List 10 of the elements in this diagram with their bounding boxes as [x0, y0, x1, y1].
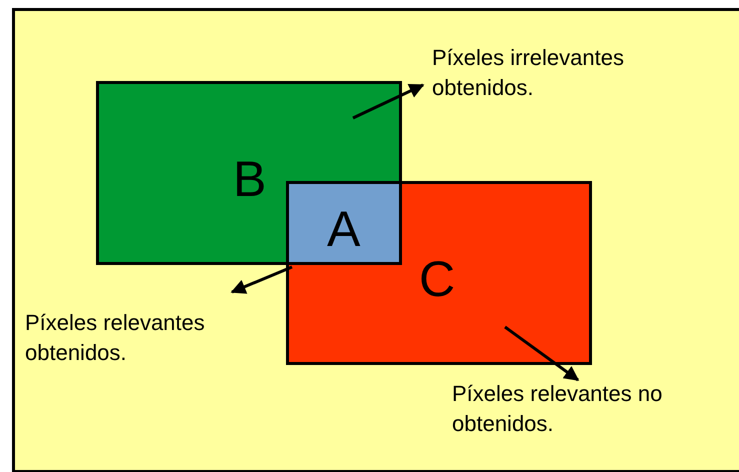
region-letter: A — [327, 204, 360, 254]
region-rectangle — [286, 181, 402, 265]
arrow — [504, 326, 580, 382]
annotation-text: Píxeles relevantes obtenidos. — [25, 308, 265, 368]
annotation-text: Píxeles irrelevantes obtenidos. — [432, 43, 682, 103]
region-letter: B — [233, 154, 266, 204]
annotation-text: Píxeles relevantes no obtenidos. — [452, 379, 722, 439]
arrow — [352, 84, 424, 120]
arrow — [230, 266, 293, 294]
region-letter: C — [419, 254, 456, 304]
